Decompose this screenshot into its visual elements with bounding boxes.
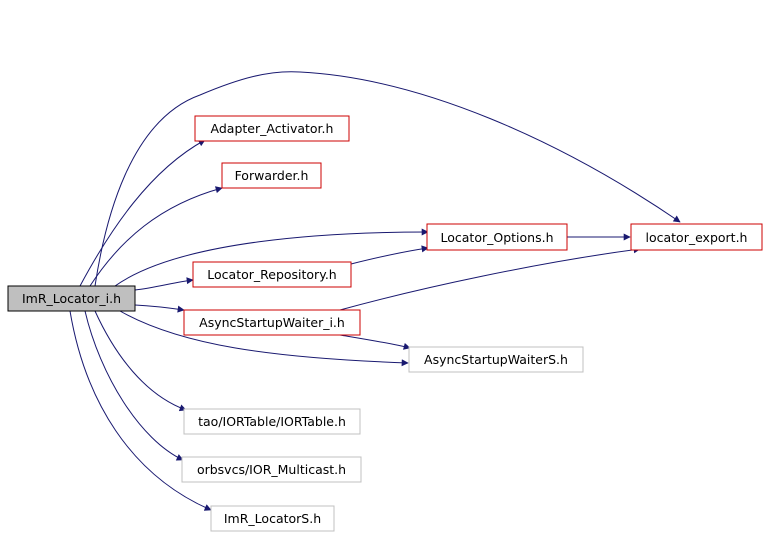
- node-locator-options-label: Locator_Options.h: [441, 230, 554, 245]
- edges: [69, 71, 681, 511]
- node-adapter-activator-label: Adapter_Activator.h: [211, 121, 334, 136]
- node-ior-multicast-label: orbsvcs/IOR_Multicast.h: [197, 462, 346, 477]
- node-async-startup-waiter-i[interactable]: AsyncStartupWaiter_i.h: [183, 309, 361, 336]
- edge-root-to-locator-export: [94, 71, 681, 287]
- edge-root-to-async-startup-waiter-s: [119, 310, 409, 367]
- node-async-startup-waiter-s-label: AsyncStartupWaiterS.h: [424, 352, 568, 367]
- edge-async-startup-waiter-i-to-locator-export: [339, 246, 641, 311]
- edge-root-to-imr-locator-s: [69, 310, 212, 511]
- edge-root-to-locator-options: [114, 228, 429, 287]
- node-imr-locator-s-label: ImR_LocatorS.h: [224, 511, 321, 526]
- node-locator-export-label: locator_export.h: [646, 230, 748, 245]
- node-imr-locator-s[interactable]: ImR_LocatorS.h: [210, 505, 335, 532]
- node-forwarder[interactable]: Forwarder.h: [221, 162, 322, 189]
- node-root[interactable]: ImR_Locator_i.h: [7, 285, 136, 312]
- node-adapter-activator[interactable]: Adapter_Activator.h: [194, 115, 350, 142]
- node-ior-multicast[interactable]: orbsvcs/IOR_Multicast.h: [181, 456, 362, 483]
- node-locator-repository[interactable]: Locator_Repository.h: [192, 261, 352, 288]
- nodes: ImR_Locator_i.h Adapter_Activator.h Forw…: [7, 115, 763, 532]
- edge-async-startup-waiter-i-to-async-startup-waiter-s: [339, 334, 411, 350]
- node-locator-repository-label: Locator_Repository.h: [207, 267, 336, 282]
- edge-root-to-ior-multicast: [84, 310, 184, 461]
- edge-root-to-async-startup-waiter-i: [134, 304, 185, 313]
- node-async-startup-waiter-i-label: AsyncStartupWaiter_i.h: [199, 315, 345, 330]
- node-ior-table-label: tao/IORTable/IORTable.h: [198, 414, 346, 429]
- node-forwarder-label: Forwarder.h: [235, 168, 309, 183]
- edge-root-to-locator-repository: [134, 277, 194, 291]
- edge-root-to-ior-table: [94, 310, 187, 412]
- node-root-label: ImR_Locator_i.h: [22, 291, 121, 306]
- edge-root-to-forwarder: [89, 186, 223, 287]
- node-ior-table[interactable]: tao/IORTable/IORTable.h: [183, 408, 361, 435]
- node-locator-options[interactable]: Locator_Options.h: [426, 223, 568, 251]
- node-async-startup-waiter-s[interactable]: AsyncStartupWaiterS.h: [408, 346, 584, 373]
- node-locator-export[interactable]: locator_export.h: [630, 223, 763, 251]
- edge-locator-repository-to-locator-options: [350, 245, 429, 265]
- edge-root-to-adapter-activator: [79, 139, 206, 287]
